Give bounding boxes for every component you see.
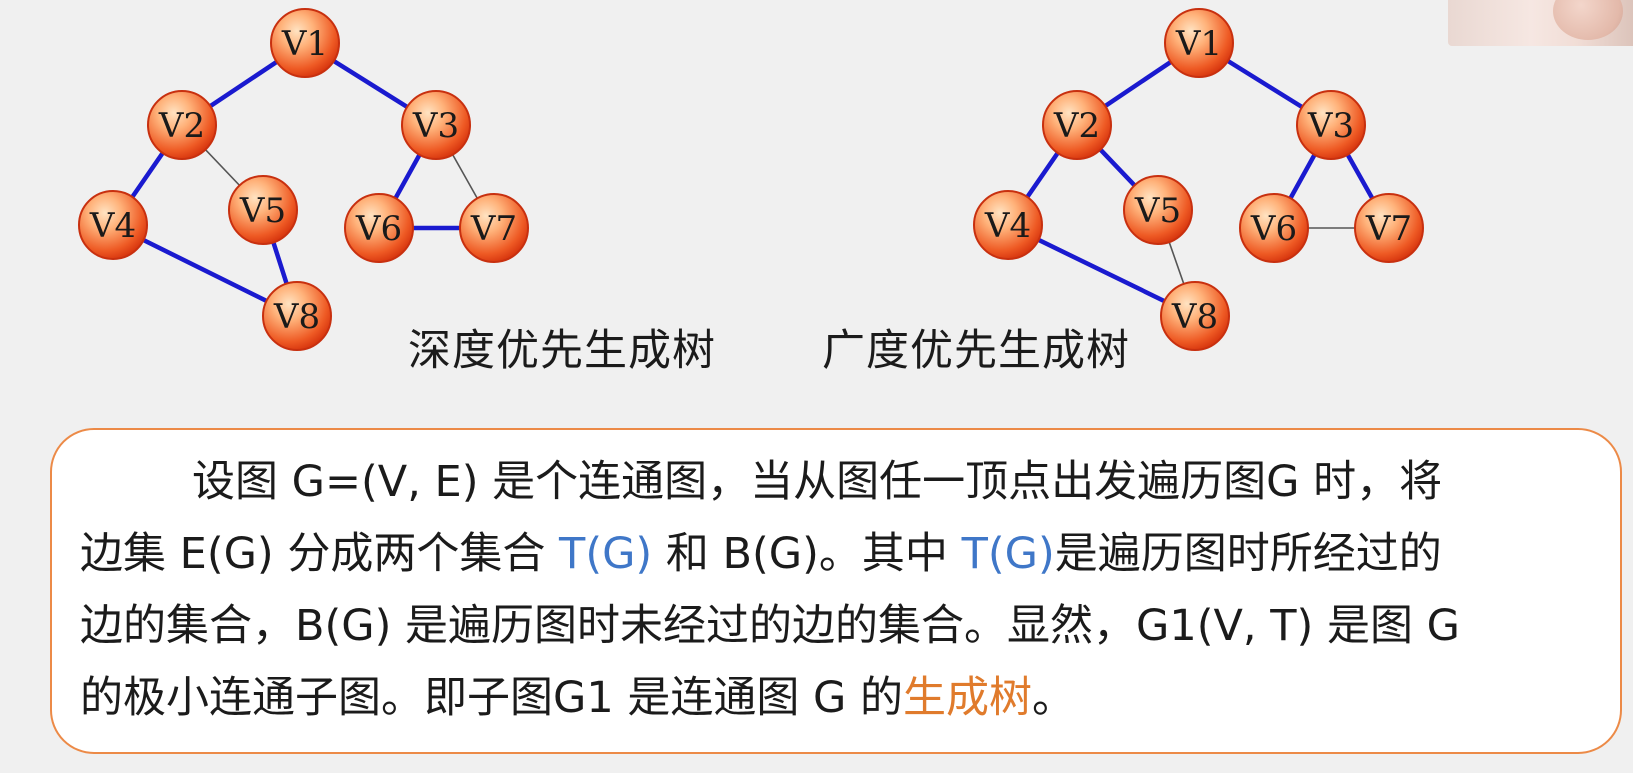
dfs-node-v4: V4 <box>78 190 148 260</box>
bfs-node-v5: V5 <box>1123 175 1193 245</box>
bfs-node-label-v1: V1 <box>1175 24 1222 64</box>
bfs-node-label-v4: V4 <box>984 206 1031 246</box>
dfs-node-label-v4: V4 <box>89 206 136 246</box>
dfs-node-label-v3: V3 <box>412 106 459 146</box>
bfs-node-v6: V6 <box>1239 193 1309 263</box>
dfs-node-label-v1: V1 <box>281 24 328 64</box>
dfs-node-circle-v4 <box>78 190 148 260</box>
definition-text: 设图 G=(V, E) 是个连通图，当从图任一顶点出发遍历图G 时，将 边集 E… <box>80 446 1605 734</box>
dfs-node-v8: V8 <box>262 281 332 351</box>
spanning-tree-term: 生成树 <box>903 673 1033 723</box>
presenter-face <box>1553 0 1623 40</box>
definition-line-2: 边集 E(G) 分成两个集合 T(G) 和 B(G)。其中 T(G)是遍历图时所… <box>80 518 1605 590</box>
tree-edge-set-term: T(G) <box>559 529 653 579</box>
dfs-tree-caption: 深度优先生成树 <box>408 326 716 376</box>
bfs-node-circle-v5 <box>1123 175 1193 245</box>
bfs-node-v4: V4 <box>973 190 1043 260</box>
definition-box <box>50 428 1622 754</box>
dfs-node-circle-v2 <box>147 90 217 160</box>
dfs-node-v6: V6 <box>344 193 414 263</box>
dfs-node-circle-v7 <box>459 193 529 263</box>
bfs-node-v7: V7 <box>1354 193 1424 263</box>
bfs-node-label-v7: V7 <box>1365 209 1412 249</box>
dfs-node-label-v5: V5 <box>239 191 286 231</box>
definition-line-1: 设图 G=(V, E) 是个连通图，当从图任一顶点出发遍历图G 时，将 <box>80 446 1605 518</box>
dfs-node-v1: V1 <box>270 8 340 78</box>
definition-line-4-part-a: 的极小连通子图。即子图G1 是连通图 G 的 <box>80 673 904 723</box>
definition-line-4: 的极小连通子图。即子图G1 是连通图 G 的生成树。 <box>80 662 1605 734</box>
dfs-node-label-v7: V7 <box>470 209 517 249</box>
definition-line-4-part-c: 。 <box>1032 673 1076 723</box>
dfs-node-circle-v6 <box>344 193 414 263</box>
dfs-node-v7: V7 <box>459 193 529 263</box>
bfs-node-label-v3: V3 <box>1307 106 1354 146</box>
bfs-node-circle-v6 <box>1239 193 1309 263</box>
bfs-node-circle-v3 <box>1296 90 1366 160</box>
bfs-node-v3: V3 <box>1296 90 1366 160</box>
bfs-node-v1: V1 <box>1164 8 1234 78</box>
definition-line-2-part-e: 是遍历图时所经过的 <box>1054 529 1442 579</box>
bfs-node-circle-v2 <box>1042 90 1112 160</box>
bfs-node-v8: V8 <box>1160 281 1230 351</box>
bfs-node-circle-v7 <box>1354 193 1424 263</box>
dfs-node-label-v2: V2 <box>158 106 205 146</box>
bfs-tree-caption: 广度优先生成树 <box>822 326 1130 376</box>
definition-line-1-text: 设图 G=(V, E) 是个连通图，当从图任一顶点出发遍历图G 时，将 <box>192 457 1443 507</box>
dfs-node-circle-v1 <box>270 8 340 78</box>
definition-line-3-text: 边的集合，B(G) 是遍历图时未经过的边的集合。显然，G1(V, T) 是图 G <box>80 601 1460 651</box>
bfs-node-label-v6: V6 <box>1250 209 1297 249</box>
definition-line-3: 边的集合，B(G) 是遍历图时未经过的边的集合。显然，G1(V, T) 是图 G <box>80 590 1605 662</box>
definition-line-2-part-c: 和 B(G)。其中 <box>652 529 962 579</box>
bfs-node-circle-v4 <box>973 190 1043 260</box>
dfs-node-circle-v3 <box>401 90 471 160</box>
dfs-node-label-v6: V6 <box>355 209 402 249</box>
dfs-node-v3: V3 <box>401 90 471 160</box>
bfs-node-circle-v8 <box>1160 281 1230 351</box>
definition-line-2-part-a: 边集 E(G) 分成两个集合 <box>80 529 560 579</box>
dfs-node-circle-v5 <box>228 175 298 245</box>
presenter-video-thumbnail <box>1448 0 1633 46</box>
bfs-node-label-v2: V2 <box>1053 106 1100 146</box>
bfs-node-label-v5: V5 <box>1134 191 1181 231</box>
tree-edge-set-term-2: T(G) <box>961 529 1055 579</box>
bfs-node-label-v8: V8 <box>1171 297 1218 337</box>
dfs-node-label-v8: V8 <box>273 297 320 337</box>
bfs-node-circle-v1 <box>1164 8 1234 78</box>
dfs-node-v2: V2 <box>147 90 217 160</box>
bfs-node-v2: V2 <box>1042 90 1112 160</box>
dfs-node-v5: V5 <box>228 175 298 245</box>
dfs-node-circle-v8 <box>262 281 332 351</box>
